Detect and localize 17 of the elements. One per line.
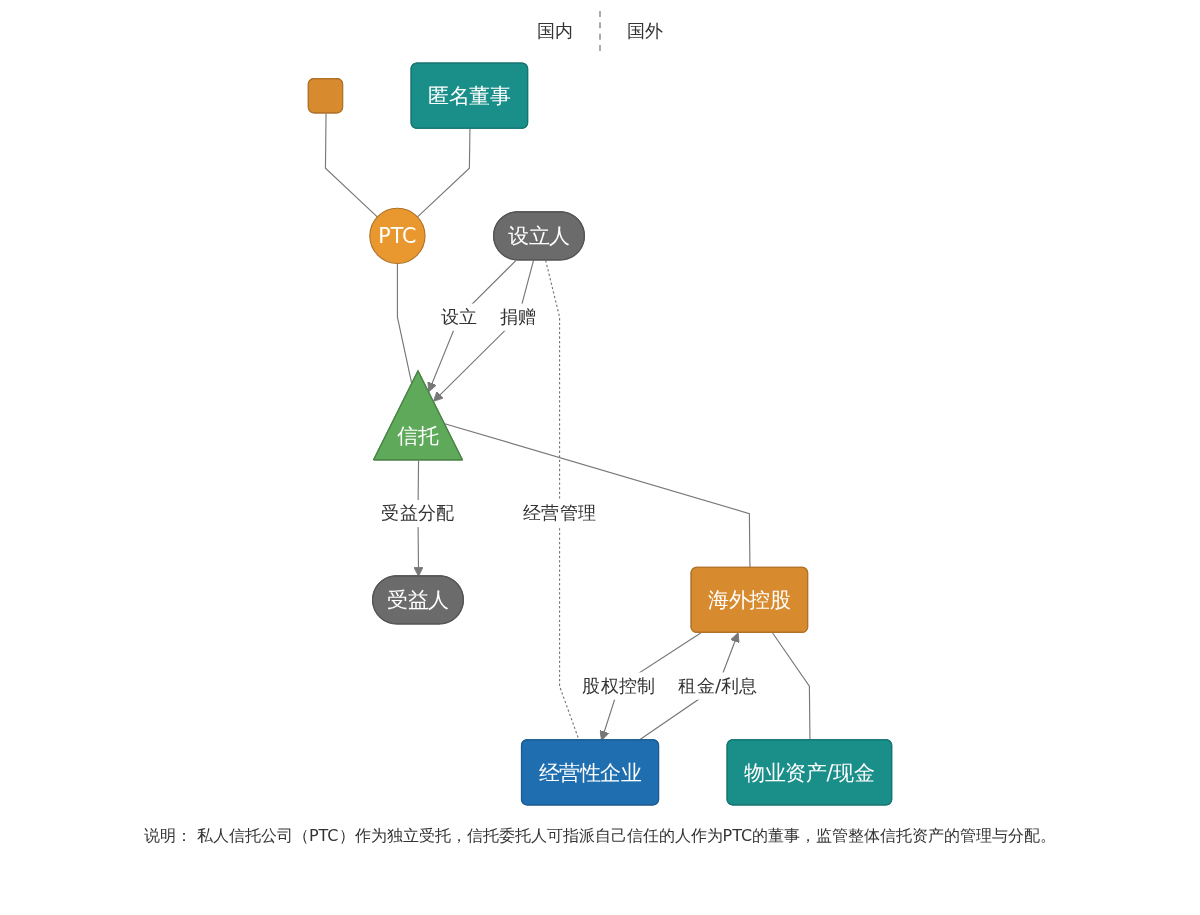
arrow [433,259,535,402]
region-label: 国内 [536,19,574,43]
caption: 说明： 私人信托公司（PTC）作为独立受托，信托委托人可指派自己信任的人作为PTC的董事，监管整体信托资产的管理与分配。 [143,826,1057,847]
node-circle: PTC [369,207,426,264]
connector [772,632,811,741]
connector [545,259,580,741]
connector [444,423,751,569]
edge-label: 受益分配 [381,502,455,524]
connector [324,112,378,218]
arrow [427,259,517,393]
region-label: 国外 [626,19,664,43]
edge-label: 经营管理 [523,502,597,524]
edge-label: 捐赠 [500,305,537,328]
edge-label: 设立 [440,305,478,328]
edge-label: 租金/利息 [678,674,758,697]
edge-label: 股权控制 [582,674,656,697]
connector [417,128,471,218]
